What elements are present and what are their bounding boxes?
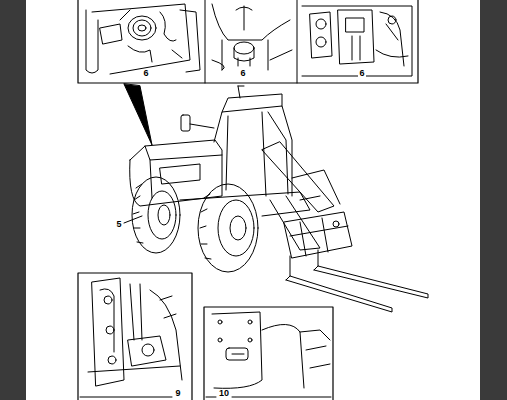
mirror	[181, 115, 190, 131]
inset-frame	[78, 273, 192, 400]
callout-number: 6	[239, 69, 246, 78]
inset-frame	[78, 0, 418, 83]
filler-cap-sketch	[212, 4, 292, 70]
inset-frame	[204, 307, 333, 400]
callout-number: 6	[142, 69, 149, 78]
page-ground	[26, 0, 480, 400]
leader-line	[232, 397, 331, 398]
leader-line	[206, 397, 216, 398]
callout-number: 10	[218, 389, 230, 398]
inset-pointer	[124, 84, 152, 145]
inset-divider	[297, 0, 298, 83]
callout-number: 9	[174, 389, 181, 398]
engine-bay-sketch	[302, 6, 412, 76]
inset-divider	[205, 0, 206, 83]
callout-number: 6	[358, 69, 365, 78]
callout-number: 5	[115, 220, 122, 229]
telehandler	[130, 86, 428, 312]
door-panel-sketch	[86, 4, 200, 74]
leader-line	[124, 216, 142, 223]
lashing-point-sketch	[212, 312, 330, 388]
hitch-sketch	[88, 278, 182, 386]
leader-line	[80, 397, 172, 398]
